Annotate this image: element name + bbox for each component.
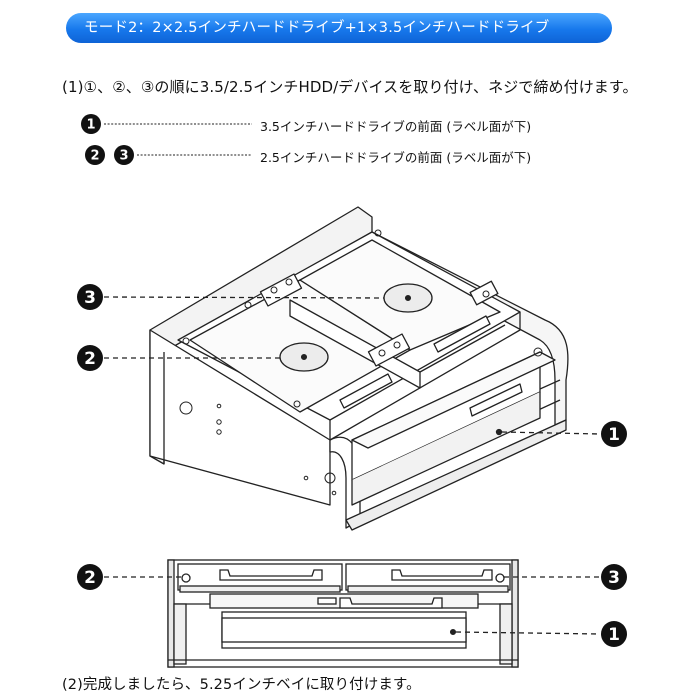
svg-text:3: 3	[608, 568, 620, 588]
legend-row-2: 2 3	[85, 145, 252, 165]
svg-text:1: 1	[608, 625, 620, 645]
mode-title: モード2：2×2.5インチハードドライブ+1×3.5インチハードドライブ	[84, 20, 550, 36]
legend-badge-2-number: 2	[90, 149, 99, 164]
legend-badge-3-number: 3	[119, 149, 128, 164]
svg-text:3: 3	[84, 288, 96, 308]
legend-badge-3	[114, 145, 134, 165]
drive-2-sata-connector	[339, 373, 393, 409]
step-2-text: (2)完成しましたら、5.25インチベイに取り付けます。	[62, 677, 421, 693]
bracket-front-face	[149, 329, 331, 506]
callout-3-top: 3	[77, 284, 385, 310]
legend-badge-2	[85, 145, 105, 165]
bracket-front-view	[167, 559, 519, 668]
step-1-text: (1)①、②、③の順に3.5/2.5インチHDD/デバイスを取り付け、ネジで締め…	[62, 78, 638, 96]
bracket-isometric	[149, 206, 569, 531]
legend-badge-1	[81, 114, 101, 134]
screw-holes	[179, 229, 543, 496]
front-drive-2-connector	[219, 569, 323, 581]
legend-label-25: 2.5インチハードドライブの前面 (ラベル面が下)	[260, 150, 532, 165]
legend-row-1: 1	[81, 114, 252, 134]
callout-2-front: 2	[77, 564, 182, 590]
mode-title-banner: モード2：2×2.5インチハードドライブ+1×3.5インチハードドライブ	[66, 13, 612, 43]
drive-3-sata-connector	[433, 315, 491, 353]
callout-3-front: 3	[504, 564, 627, 590]
callout-1-top: 1	[501, 421, 627, 447]
front-drive-1-connector	[339, 597, 443, 609]
legend-label-35: 3.5インチハードドライブの前面 (ラベル面が下)	[260, 119, 532, 134]
callout-2-top: 2	[77, 345, 282, 371]
svg-text:1: 1	[608, 425, 620, 445]
legend-badge-1-number: 1	[86, 118, 95, 133]
svg-text:2: 2	[84, 568, 96, 588]
svg-text:2: 2	[84, 349, 96, 369]
drive-1-sata-connector	[469, 383, 523, 417]
callout-1-front: 1	[455, 621, 627, 647]
front-drive-3-connector	[391, 569, 493, 581]
